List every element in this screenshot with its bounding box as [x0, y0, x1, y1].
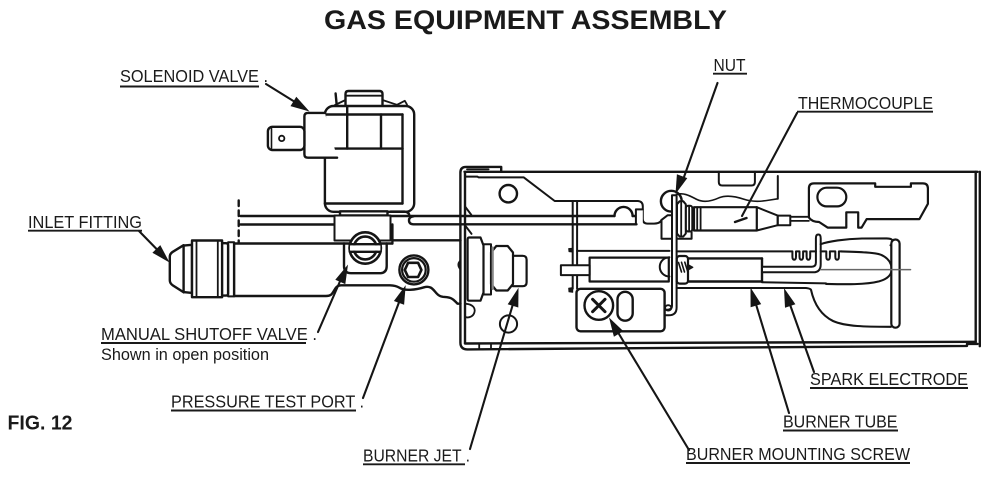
svg-text:PRESSURE TEST PORT .: PRESSURE TEST PORT . [171, 392, 364, 412]
svg-text:MANUAL SHUTOFF VALVE .: MANUAL SHUTOFF VALVE . [101, 324, 317, 344]
svg-text:BURNER TUBE: BURNER TUBE [783, 412, 898, 432]
svg-text:SPARK ELECTRODE: SPARK ELECTRODE [810, 369, 968, 389]
svg-text:Shown in open position: Shown in open position [101, 345, 269, 364]
svg-text:GAS EQUIPMENT ASSEMBLY: GAS EQUIPMENT ASSEMBLY [324, 5, 727, 35]
svg-text:THERMOCOUPLE: THERMOCOUPLE [798, 93, 933, 113]
svg-text:INLET FITTING: INLET FITTING [28, 212, 142, 232]
svg-text:NUT: NUT [714, 55, 746, 75]
svg-text:SOLENOID VALVE .: SOLENOID VALVE . [120, 66, 268, 86]
svg-text:BURNER MOUNTING SCREW: BURNER MOUNTING SCREW [686, 444, 910, 464]
svg-text:BURNER JET .: BURNER JET . [363, 446, 470, 466]
svg-text:FIG. 12: FIG. 12 [8, 412, 73, 435]
